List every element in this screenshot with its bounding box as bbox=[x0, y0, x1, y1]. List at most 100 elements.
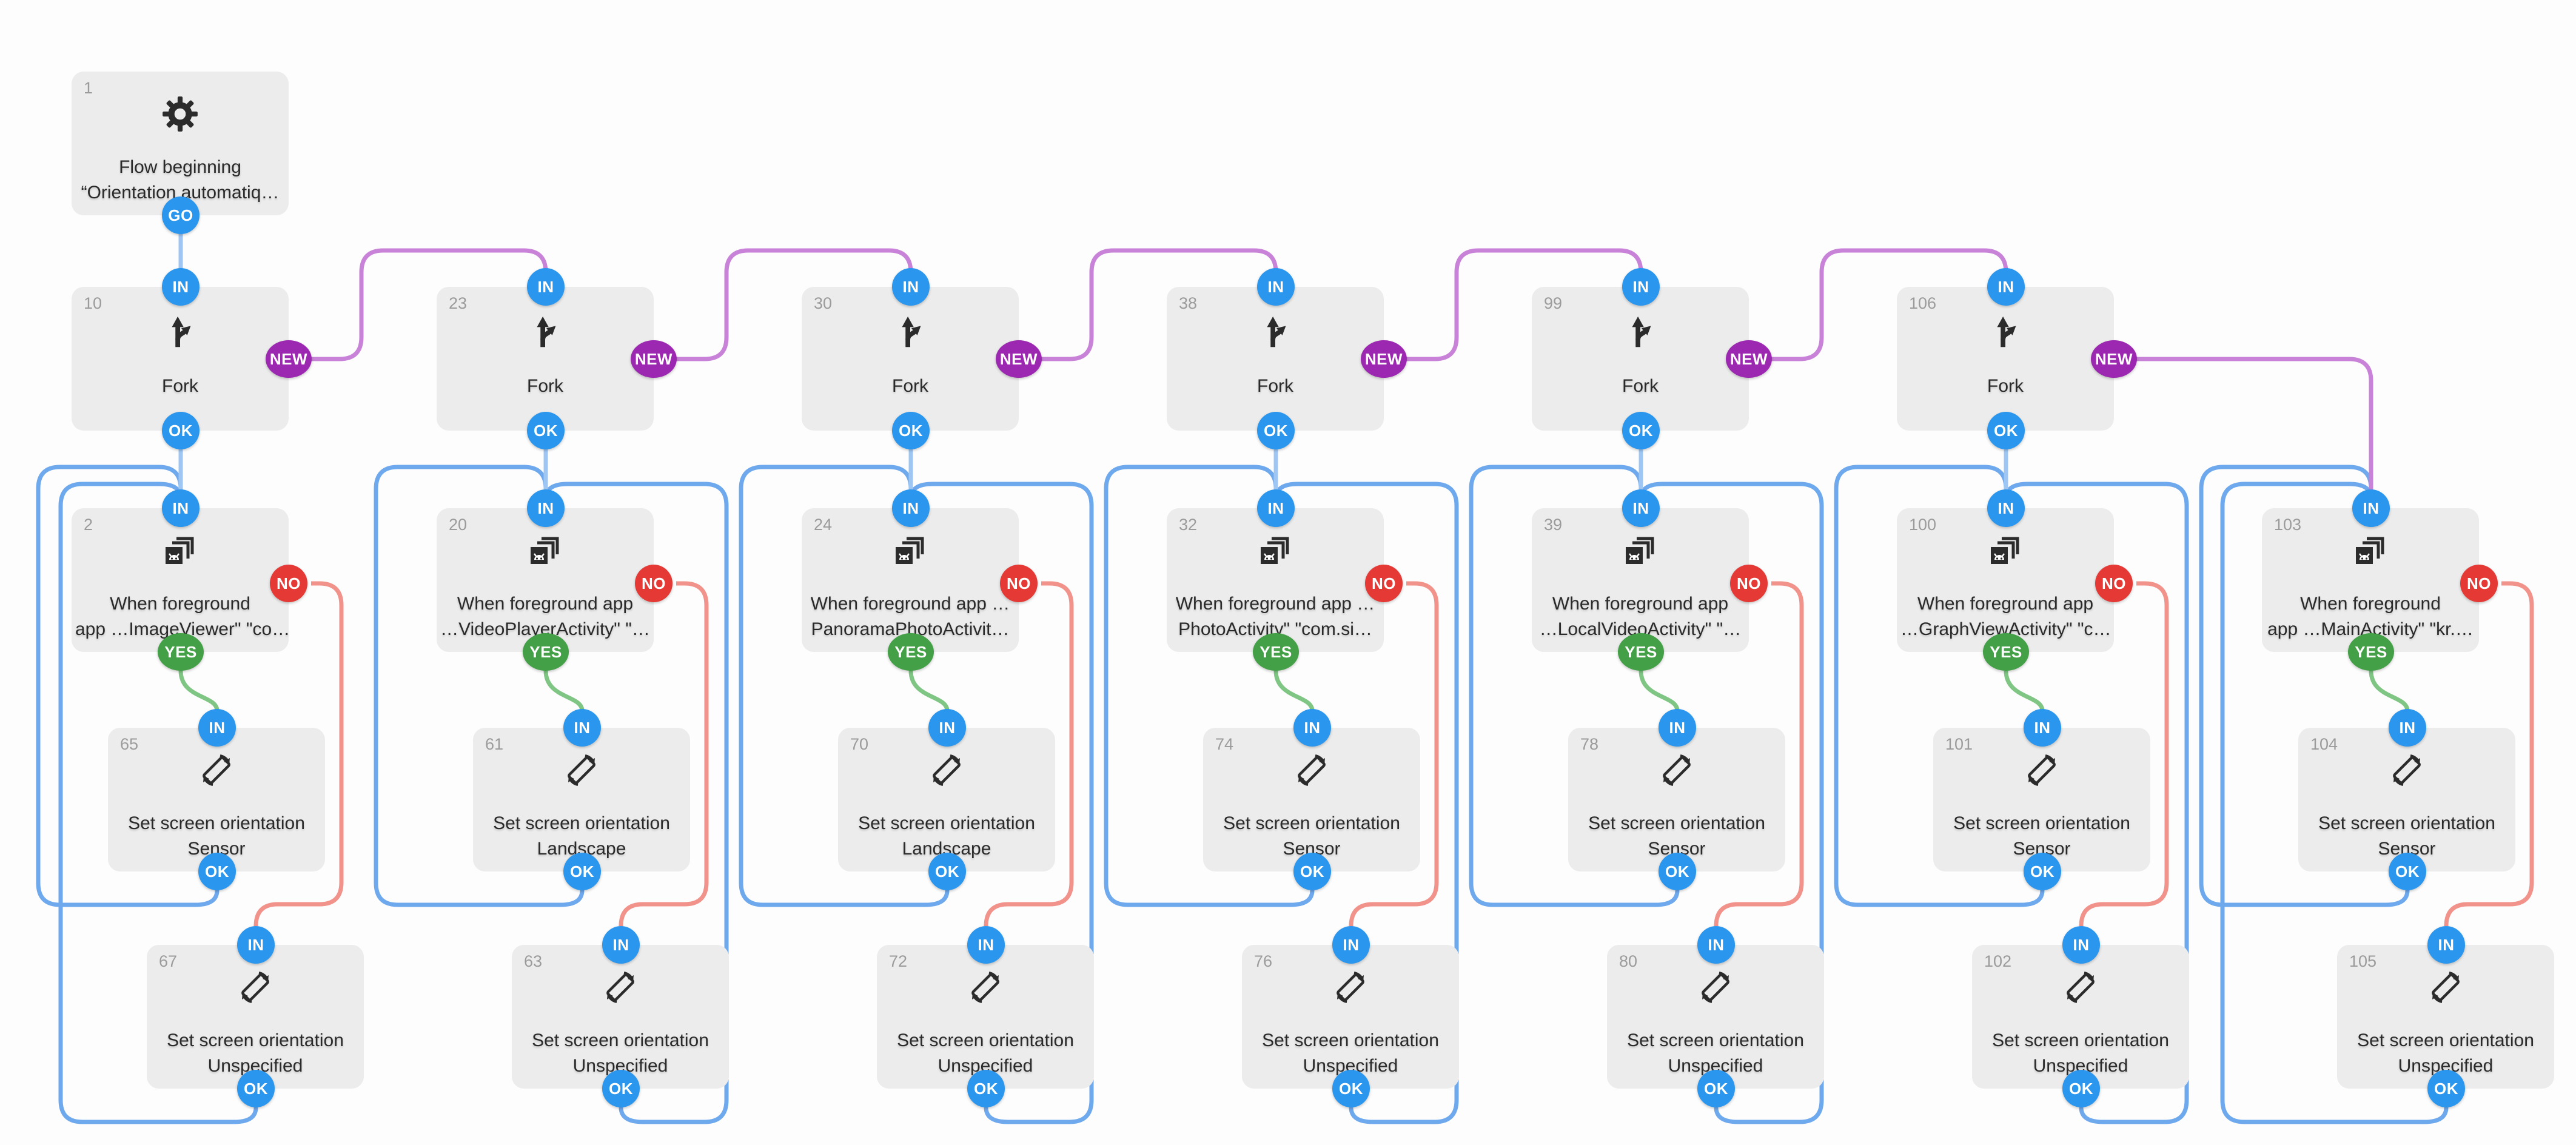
in-port-badge[interactable]: IN bbox=[563, 709, 601, 747]
in-port-badge[interactable]: IN bbox=[1293, 709, 1331, 747]
new-port-badge[interactable]: NEW bbox=[266, 340, 312, 378]
new-port-badge[interactable]: NEW bbox=[1361, 340, 1407, 378]
in-port-badge[interactable]: IN bbox=[1622, 489, 1660, 527]
in-port-badge[interactable]: IN bbox=[2062, 926, 2100, 964]
node-when-app-20[interactable]: 20 When foreground app…VideoPlayerActivi… bbox=[437, 508, 654, 652]
in-port-badge[interactable]: IN bbox=[928, 709, 966, 747]
ok-port-badge[interactable]: OK bbox=[2389, 853, 2426, 890]
node-fork-38[interactable]: 38 Fork bbox=[1167, 287, 1384, 431]
node-when-app-100[interactable]: 100 When foreground app…GraphViewActivit… bbox=[1897, 508, 2114, 652]
node-fork-99[interactable]: 99 Fork bbox=[1532, 287, 1749, 431]
ok-port-badge[interactable]: OK bbox=[1659, 853, 1696, 890]
no-port-badge[interactable]: NO bbox=[1730, 565, 1768, 602]
ok-port-badge[interactable]: OK bbox=[237, 1070, 275, 1107]
in-port-badge[interactable]: IN bbox=[892, 268, 930, 306]
in-port-badge[interactable]: IN bbox=[1332, 926, 1370, 964]
rotate-screen-icon bbox=[2387, 748, 2426, 792]
in-port-badge[interactable]: IN bbox=[1257, 489, 1295, 527]
no-port-badge[interactable]: NO bbox=[2460, 565, 2498, 602]
in-port-badge[interactable]: IN bbox=[1257, 268, 1295, 306]
node-fork-106[interactable]: 106 Fork bbox=[1897, 287, 2114, 431]
ok-port-badge[interactable]: OK bbox=[2024, 853, 2061, 890]
no-port-badge[interactable]: NO bbox=[1000, 565, 1038, 602]
new-port-badge[interactable]: NEW bbox=[631, 340, 677, 378]
yes-port-badge[interactable]: YES bbox=[1983, 633, 2029, 671]
no-port-badge[interactable]: NO bbox=[2095, 565, 2133, 602]
ok-port-badge[interactable]: OK bbox=[563, 853, 601, 890]
ok-port-badge[interactable]: OK bbox=[1622, 412, 1660, 449]
ok-port-badge[interactable]: OK bbox=[1987, 412, 2025, 449]
new-port-badge[interactable]: NEW bbox=[2091, 340, 2137, 378]
in-port-badge[interactable]: IN bbox=[1697, 926, 1735, 964]
ok-port-badge[interactable]: OK bbox=[2062, 1070, 2100, 1107]
node-id: 65 bbox=[120, 735, 139, 753]
yes-port-badge[interactable]: YES bbox=[888, 633, 934, 671]
ok-port-badge[interactable]: OK bbox=[527, 412, 565, 449]
ok-port-badge[interactable]: OK bbox=[602, 1070, 640, 1107]
yes-port-badge[interactable]: YES bbox=[158, 633, 204, 671]
in-port-badge[interactable]: IN bbox=[237, 926, 275, 964]
in-port-badge[interactable]: IN bbox=[198, 709, 236, 747]
go-port-badge[interactable]: GO bbox=[162, 196, 200, 234]
in-port-badge[interactable]: IN bbox=[1622, 268, 1660, 306]
ok-port-badge[interactable]: OK bbox=[967, 1070, 1005, 1107]
ok-port-badge[interactable]: OK bbox=[198, 853, 236, 890]
ok-port-badge[interactable]: OK bbox=[1293, 853, 1331, 890]
in-port-badge[interactable]: IN bbox=[1987, 489, 2025, 527]
ok-port-badge[interactable]: OK bbox=[928, 853, 966, 890]
ok-port-badge[interactable]: OK bbox=[2427, 1070, 2465, 1107]
ok-port-badge[interactable]: OK bbox=[892, 412, 930, 449]
in-port-badge[interactable]: IN bbox=[162, 489, 200, 527]
no-port-badge[interactable]: NO bbox=[1365, 565, 1403, 602]
in-port-badge[interactable]: IN bbox=[2427, 926, 2465, 964]
new-port-badge[interactable]: NEW bbox=[996, 340, 1042, 378]
ok-port-badge[interactable]: OK bbox=[1257, 412, 1295, 449]
node-fork-10[interactable]: 10 Fork bbox=[72, 287, 289, 431]
yes-port-badge[interactable]: YES bbox=[523, 633, 569, 671]
in-port-badge[interactable]: IN bbox=[967, 926, 1005, 964]
node-flow-beginning[interactable]: 1 Flow beginning “Orientation automatiq… bbox=[72, 72, 289, 215]
in-port-badge[interactable]: IN bbox=[2352, 489, 2390, 527]
ok-port-badge[interactable]: OK bbox=[1332, 1070, 1370, 1107]
new-port-badge[interactable]: NEW bbox=[1726, 340, 1772, 378]
node-when-app-24[interactable]: 24 When foreground app …PanoramaPhotoAct… bbox=[802, 508, 1019, 652]
in-port-badge[interactable]: IN bbox=[162, 268, 200, 306]
node-fork-23[interactable]: 23 Fork bbox=[437, 287, 654, 431]
node-when-app-39[interactable]: 39 When foreground app…LocalVideoActivit… bbox=[1532, 508, 1749, 652]
ok-port-badge[interactable]: OK bbox=[1697, 1070, 1735, 1107]
ok-port-badge[interactable]: OK bbox=[162, 412, 200, 449]
in-port-badge[interactable]: IN bbox=[527, 489, 565, 527]
in-port-badge[interactable]: IN bbox=[602, 926, 640, 964]
in-port-badge[interactable]: IN bbox=[892, 489, 930, 527]
in-port-badge[interactable]: IN bbox=[527, 268, 565, 306]
no-port-badge[interactable]: NO bbox=[270, 565, 307, 602]
yes-port-badge[interactable]: YES bbox=[2348, 633, 2394, 671]
node-fork-30[interactable]: 30 Fork bbox=[802, 287, 1019, 431]
in-port-badge[interactable]: IN bbox=[1987, 268, 2025, 306]
yes-port-badge[interactable]: YES bbox=[1618, 633, 1664, 671]
no-port-badge[interactable]: NO bbox=[635, 565, 673, 602]
in-port-badge[interactable]: IN bbox=[1659, 709, 1696, 747]
node-title: Set screen orientation bbox=[532, 1030, 709, 1050]
in-port-badge[interactable]: IN bbox=[2024, 709, 2061, 747]
yes-port-badge[interactable]: YES bbox=[1253, 633, 1299, 671]
node-when-app-32[interactable]: 32 When foreground app …PhotoActivity" "… bbox=[1167, 508, 1384, 652]
in-port-badge[interactable]: IN bbox=[2389, 709, 2426, 747]
